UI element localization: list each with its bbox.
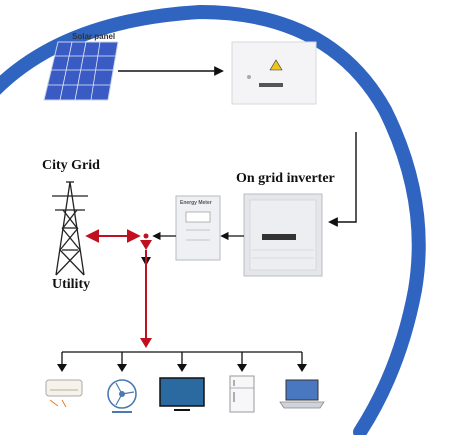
blue-ring-arc [0, 4, 426, 435]
box-to-inverter-arrow [328, 132, 357, 227]
junction-node [143, 233, 149, 239]
inverter-label: On grid inverter [236, 171, 335, 186]
solar-panel-label: Solar panel [72, 32, 116, 41]
energy-meter-icon [175, 195, 221, 261]
laptop-icon [279, 379, 325, 409]
fan-icon [107, 379, 137, 413]
meter-label: Energy Meter [180, 200, 212, 206]
city-grid-label: City Grid [42, 158, 100, 173]
combiner-box-icon [231, 41, 317, 105]
junction-red-down-arrow [140, 240, 152, 250]
air-conditioner-icon [45, 379, 83, 408]
utility-label: Utility [52, 277, 91, 292]
refrigerator-icon [229, 375, 255, 413]
television-icon [159, 377, 205, 411]
transmission-tower-icon [52, 181, 88, 276]
load-feed-arrow [140, 338, 152, 348]
solar-panel-icon [43, 41, 119, 101]
inverter-icon [243, 193, 323, 277]
